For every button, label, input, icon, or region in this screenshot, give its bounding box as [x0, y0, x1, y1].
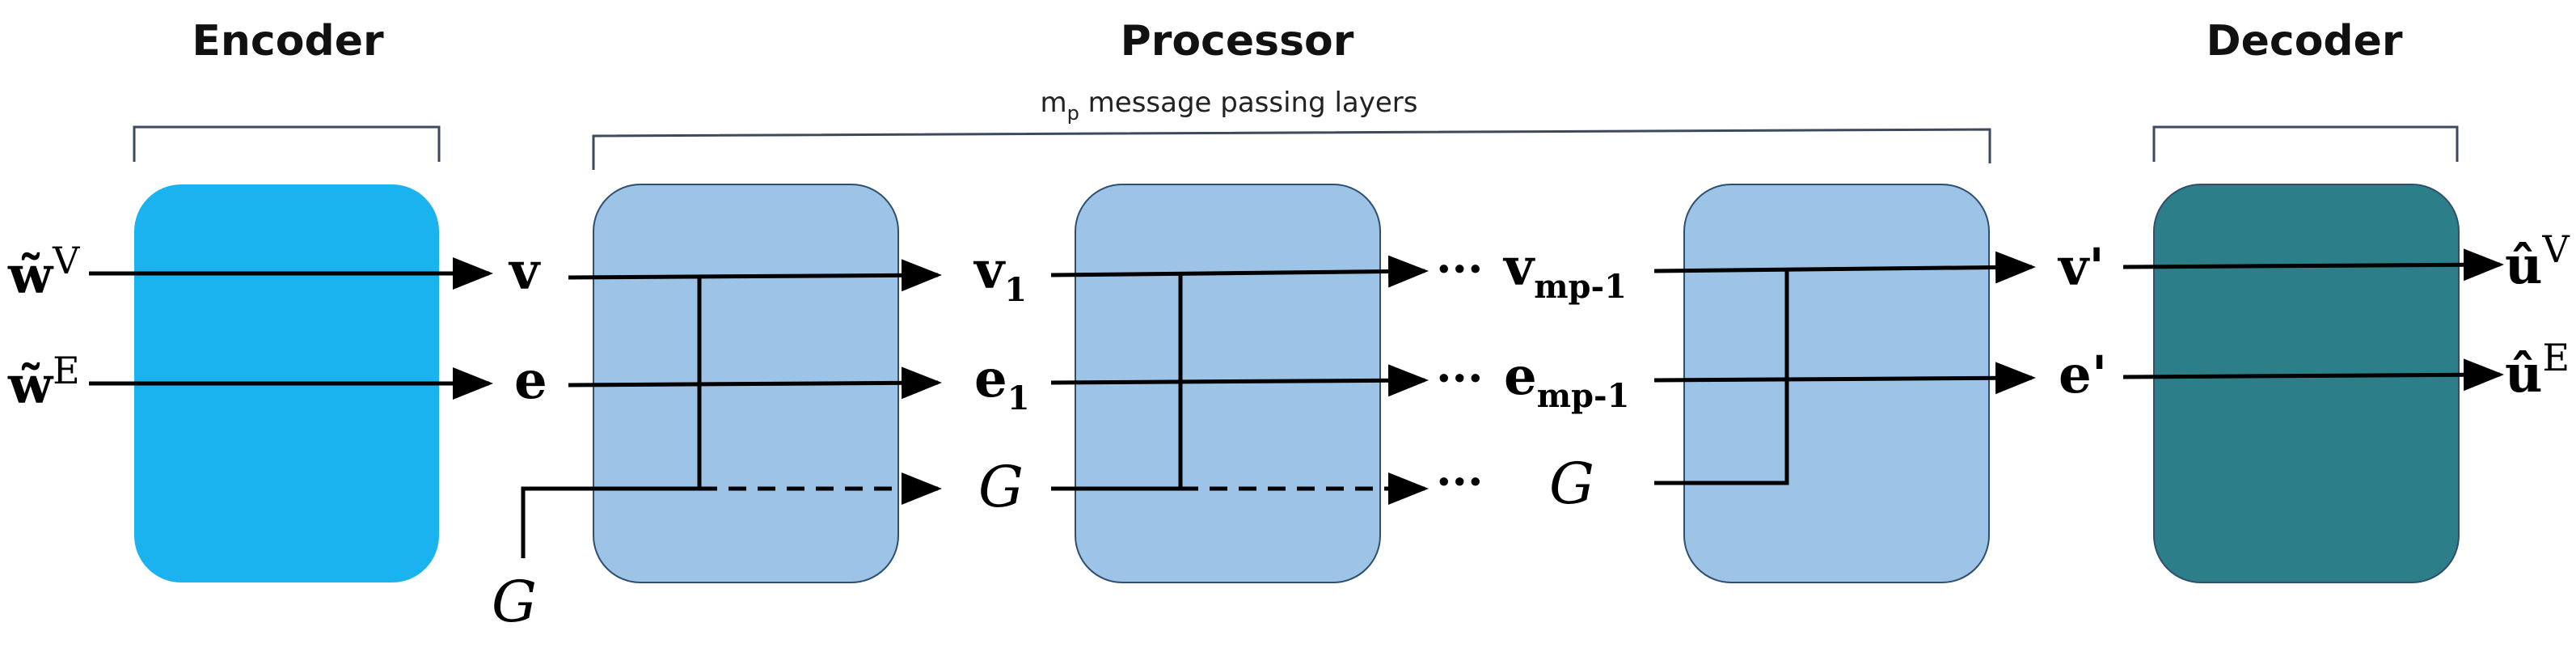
output-u-e-label: ûE [2505, 336, 2570, 404]
input-w-e-label: w̃E [7, 349, 80, 416]
last-layer-arrow-e [1653, 362, 2036, 395]
ellipsis-g: ··· [1436, 455, 1484, 509]
decoder-bracket [2152, 125, 2459, 162]
edge-latent-e-label: e [514, 350, 547, 411]
layer1-graph-connector [521, 277, 702, 558]
input-w-v-label: w̃V [7, 239, 80, 306]
layer2-arrow-v [1050, 255, 1429, 288]
input-graph-g-label: G [492, 569, 537, 635]
output-u-v-label: ûV [2505, 227, 2570, 296]
v-mp-minus-1-label: vmp-1 [1502, 237, 1627, 306]
message-passing-caption: mp message passing layers [1040, 87, 1417, 125]
processor-bracket [592, 128, 1991, 170]
graph-g-before-last-layer-label: G [1549, 451, 1594, 517]
decoder-arrow-e [2122, 358, 2504, 392]
decoder-heading: Decoder [2206, 17, 2402, 66]
decoder-block [2153, 184, 2460, 583]
encoder-heading: Encoder [192, 17, 384, 66]
ellipsis-e: ··· [1436, 352, 1484, 405]
graph-g-after-layer1-label: G [978, 454, 1024, 520]
node-latent-v-label: v [508, 241, 541, 302]
encoder-bracket [133, 125, 441, 162]
ellipsis-v: ··· [1436, 243, 1484, 296]
v1-label: v1 [973, 240, 1027, 309]
e-prime-label: e' [2059, 345, 2107, 405]
decoder-arrow-v [2122, 248, 2504, 282]
processor-layer-last-block [1683, 184, 1990, 583]
last-layer-graph-connector [1654, 271, 1789, 485]
last-layer-arrow-v [1653, 251, 2036, 284]
v-prime-label: v' [2057, 237, 2105, 298]
layer1-arrow-e [568, 366, 942, 400]
e-mp-minus-1-label: emp-1 [1504, 346, 1629, 415]
layer2-arrow-e [1050, 364, 1429, 397]
layer1-arrow-v [568, 259, 942, 292]
processor-heading: Processor [1121, 17, 1354, 66]
e1-label: e1 [974, 349, 1030, 417]
